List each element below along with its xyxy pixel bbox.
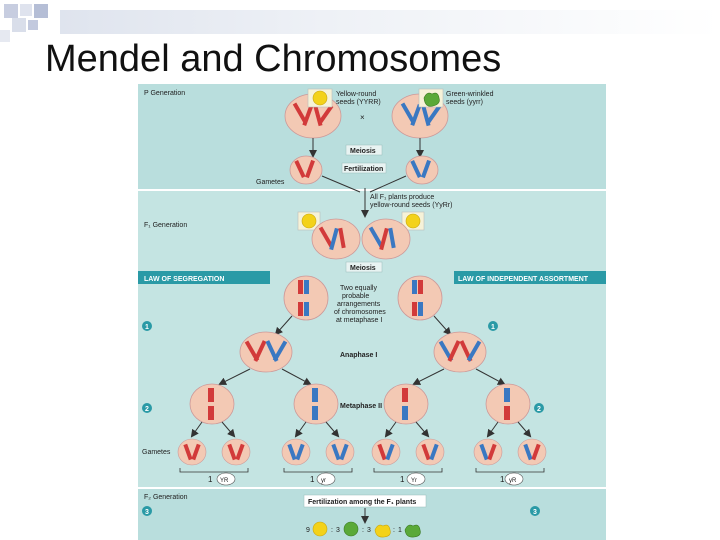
parent-yellow-chromosomes	[292, 102, 334, 127]
green-wrinkled-seed-icon	[423, 92, 440, 107]
gamete-cells-row	[177, 438, 547, 466]
svg-text:1: 1	[400, 475, 405, 484]
gamete-count-3: 1 Yr	[400, 472, 426, 486]
step-2-badge-right	[534, 403, 544, 413]
f2-generation-label: F₂ Generation	[144, 494, 188, 501]
step-1-number-left: 1	[145, 324, 149, 331]
fertilization-label: Fertilization	[344, 166, 383, 173]
law-segregation-banner	[138, 271, 270, 284]
yellow-wrinkled-seed-icon	[374, 524, 391, 538]
svg-text:9: 9	[306, 527, 310, 534]
decor-square	[0, 30, 10, 42]
decor-square	[20, 4, 32, 16]
fertilization-f1-label: Fertilization among the F₁ plants	[308, 499, 416, 506]
metaphase-ii-cell-1	[189, 383, 235, 425]
metaphase-ii-cell-2	[293, 383, 339, 425]
yellow-round-seed-icon	[312, 521, 328, 537]
step-3-badge-left	[142, 506, 152, 516]
svg-text:yr: yr	[321, 478, 326, 484]
step-1-number-right: 1	[491, 324, 495, 331]
step-2-badge-left	[142, 403, 152, 413]
decor-square	[34, 4, 48, 18]
metaphase-ii-cell-3	[383, 383, 429, 425]
metaphase-ii-cell-4	[485, 383, 531, 425]
gamete-count-4: 1 yR	[500, 472, 524, 486]
f1-yellow-seed-icon-left	[301, 213, 317, 229]
green-wrinkled-seed-icon	[404, 524, 421, 538]
step-2-number-left: 2	[145, 406, 149, 413]
cross-symbol: ×	[360, 113, 365, 122]
svg-text:Yr: Yr	[411, 478, 417, 484]
gamete-cell-yellow	[289, 155, 323, 185]
svg-text:3: 3	[367, 527, 371, 534]
svg-text:yR: yR	[509, 478, 517, 484]
law-independent-banner	[454, 271, 606, 284]
meiosis-label-2: Meiosis	[350, 265, 376, 272]
svg-text::: :	[362, 527, 364, 534]
anaphase-label: Anaphase I	[340, 352, 377, 359]
metaphase-ii-label: Metaphase II	[340, 403, 382, 410]
gamete-count-2: 1 yr	[310, 472, 336, 486]
svg-text::: :	[393, 527, 395, 534]
decor-square	[12, 18, 26, 32]
svg-text:1: 1	[208, 475, 213, 484]
slide-title: Mendel and Chromosomes	[45, 38, 502, 80]
decor-square	[4, 4, 18, 18]
yellow-round-seed-icon	[312, 90, 328, 106]
law-segregation-label: LAW OF SEGREGATION	[144, 276, 224, 283]
two-arrangements-label: Two equally probable arrangements of chr…	[334, 285, 388, 324]
green-round-seed-icon	[343, 521, 359, 537]
anaphase-cell-right	[433, 331, 487, 373]
metaphase-i-cell-left	[283, 275, 329, 321]
svg-text::: :	[331, 527, 333, 534]
decor-square	[28, 20, 38, 30]
anaphase-cell-left	[239, 331, 293, 373]
step-3-number-left: 3	[145, 509, 149, 516]
step-3-number-right: 3	[533, 509, 537, 516]
svg-text:3: 3	[336, 527, 340, 534]
f1-chromosomes	[318, 226, 396, 251]
p-generation-label: P Generation	[144, 90, 185, 97]
f1-yellow-seed-icon-right	[405, 213, 421, 229]
svg-text:1: 1	[500, 475, 505, 484]
svg-text:1: 1	[398, 527, 402, 534]
gametes-label-2: Gametes	[142, 449, 171, 456]
step-3-badge-right	[530, 506, 540, 516]
gamete-cell-green	[405, 155, 439, 185]
f1-generation-label: F₁ Generation	[144, 222, 187, 229]
step-2-number-right: 2	[537, 406, 541, 413]
f2-ratio: 9 : 3 : 3 : 1	[306, 521, 421, 538]
step-1-badge-left	[142, 321, 152, 331]
svg-text:1: 1	[310, 475, 315, 484]
step-1-badge-right	[488, 321, 498, 331]
gametes-label-1: Gametes	[256, 179, 285, 186]
metaphase-i-cell-right	[397, 275, 443, 321]
svg-text:YR: YR	[220, 478, 229, 484]
law-independent-label: LAW OF INDEPENDENT ASSORTMENT	[458, 276, 589, 283]
gamete-count-1: 1 YR	[208, 472, 236, 486]
title-decor-bar	[60, 10, 720, 34]
parent-green-chromosomes	[400, 102, 442, 127]
meiosis-label-1: Meiosis	[350, 148, 376, 155]
